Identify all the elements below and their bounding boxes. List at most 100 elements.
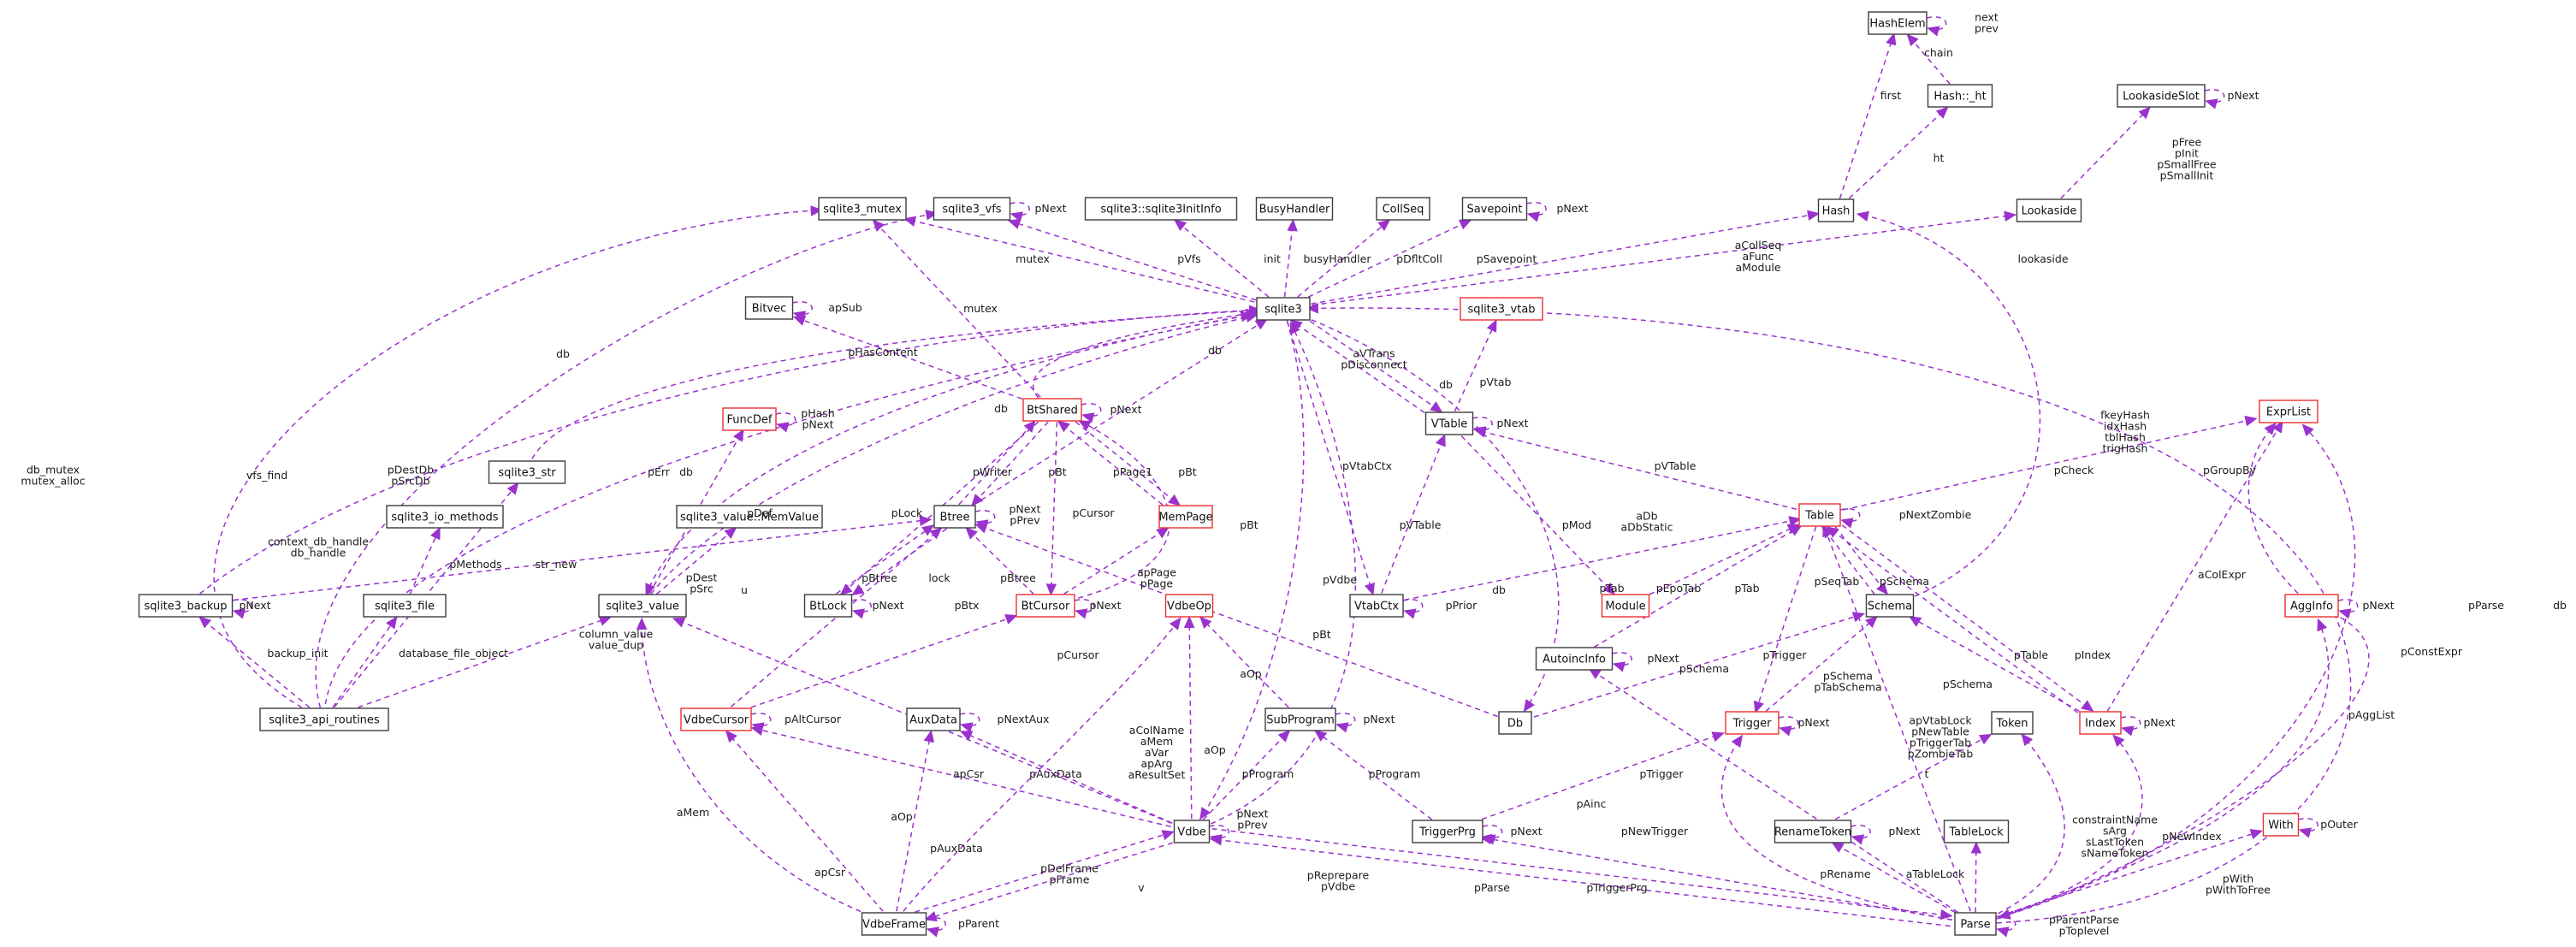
node-Trigger[interactable]: Trigger <box>1725 711 1780 735</box>
node-Table[interactable]: Table <box>1798 503 1841 527</box>
node-CollSeq[interactable]: CollSeq <box>1376 197 1430 221</box>
node-box-api[interactable] <box>259 707 389 731</box>
node-box-Bitvec[interactable] <box>744 296 794 320</box>
node-box-ExprList[interactable] <box>2259 400 2318 423</box>
node-box-VdbeFrame[interactable] <box>861 912 927 936</box>
node-Hash_ht[interactable]: Hash::_ht <box>1927 84 1993 108</box>
node-box-sqlite3_mutex[interactable] <box>818 197 907 221</box>
node-box-RenameToken[interactable] <box>1774 820 1852 843</box>
node-HashElem[interactable]: HashElem <box>1868 11 1928 35</box>
node-box-Index[interactable] <box>2079 711 2122 735</box>
node-Parse[interactable]: Parse <box>1954 912 1997 936</box>
node-MemPage[interactable]: MemPage <box>1158 505 1213 529</box>
node-AggInfo[interactable]: AggInfo <box>2284 594 2339 618</box>
node-sqlite3_str[interactable]: sqlite3_str <box>488 460 566 484</box>
node-VdbeOp[interactable]: VdbeOp <box>1164 594 1214 618</box>
node-box-sqlite3[interactable] <box>1256 297 1311 321</box>
node-box-BtLock[interactable] <box>803 594 853 618</box>
node-MemValue[interactable]: sqlite3_value::MemValue <box>676 505 823 529</box>
node-box-Parse[interactable] <box>1954 912 1997 936</box>
node-box-Hash_ht[interactable] <box>1927 84 1993 108</box>
node-box-CollSeq[interactable] <box>1376 197 1430 221</box>
node-sqlite3InitInfo[interactable]: sqlite3::sqlite3InitInfo <box>1084 197 1238 221</box>
node-Vdbe[interactable]: Vdbe <box>1173 820 1211 843</box>
node-Index[interactable]: Index <box>2079 711 2122 735</box>
node-box-AutoincInfo[interactable] <box>1535 647 1614 671</box>
node-BtLock[interactable]: BtLock <box>803 594 853 618</box>
node-box-BtCursor[interactable] <box>1016 594 1075 618</box>
node-box-MemPage[interactable] <box>1158 505 1213 529</box>
node-box-HashElem[interactable] <box>1868 11 1928 35</box>
node-Token[interactable]: Token <box>1991 711 2034 735</box>
node-box-VtabCtx[interactable] <box>1349 594 1404 618</box>
node-sqlite3_mutex[interactable]: sqlite3_mutex <box>818 197 907 221</box>
node-box-Lookaside[interactable] <box>2016 198 2082 222</box>
node-box-sqlite3_file[interactable] <box>363 594 447 618</box>
node-sqlite3_backup[interactable]: sqlite3_backup <box>138 594 234 618</box>
node-box-FuncDef[interactable] <box>722 407 777 431</box>
node-Schema[interactable]: Schema <box>1865 594 1915 618</box>
node-box-AuxData[interactable] <box>906 707 961 731</box>
node-TriggerPrg[interactable]: TriggerPrg <box>1412 820 1483 843</box>
node-box-BtShared[interactable] <box>1022 398 1082 422</box>
node-VtabCtx[interactable]: VtabCtx <box>1349 594 1404 618</box>
node-VdbeFrame[interactable]: VdbeFrame <box>861 912 927 936</box>
node-box-With[interactable] <box>2262 813 2300 837</box>
node-TableLock[interactable]: TableLock <box>1943 820 2010 843</box>
node-box-MemValue[interactable] <box>676 505 823 529</box>
node-box-LookasideSlot[interactable] <box>2117 84 2206 108</box>
node-box-sqlite3_io_methods[interactable] <box>386 505 504 529</box>
node-LookasideSlot[interactable]: LookasideSlot <box>2117 84 2206 108</box>
node-BtShared[interactable]: BtShared <box>1022 398 1082 422</box>
node-RenameToken[interactable]: RenameToken <box>1774 820 1852 843</box>
node-box-sqlite3_value[interactable] <box>598 594 687 618</box>
node-box-VdbeCursor[interactable] <box>680 707 752 731</box>
node-sqlite3_vtab[interactable]: sqlite3_vtab <box>1460 297 1543 321</box>
node-box-TableLock[interactable] <box>1943 820 2010 843</box>
node-sqlite3_io_methods[interactable]: sqlite3_io_methods <box>386 505 504 529</box>
node-FuncDef[interactable]: FuncDef <box>722 407 777 431</box>
node-box-Table[interactable] <box>1798 503 1841 527</box>
node-Db[interactable]: Db <box>1498 711 1532 735</box>
node-box-Vdbe[interactable] <box>1173 820 1211 843</box>
node-BusyHandler[interactable]: BusyHandler <box>1255 197 1334 221</box>
node-box-Token[interactable] <box>1991 711 2034 735</box>
node-VTable[interactable]: VTable <box>1424 411 1474 435</box>
node-sqlite3[interactable]: sqlite3 <box>1256 297 1311 321</box>
node-box-VTable[interactable] <box>1424 411 1474 435</box>
node-box-sqlite3_vfs[interactable] <box>933 197 1011 221</box>
node-box-TriggerPrg[interactable] <box>1412 820 1483 843</box>
node-box-BusyHandler[interactable] <box>1255 197 1334 221</box>
node-BtCursor[interactable]: BtCursor <box>1016 594 1075 618</box>
node-box-SubProgram[interactable] <box>1264 707 1336 731</box>
node-box-sqlite3InitInfo[interactable] <box>1084 197 1238 221</box>
node-Savepoint[interactable]: Savepoint <box>1461 197 1528 221</box>
node-box-Savepoint[interactable] <box>1461 197 1528 221</box>
node-box-Hash[interactable] <box>1817 198 1855 222</box>
node-sqlite3_value[interactable]: sqlite3_value <box>598 594 687 618</box>
node-sqlite3_vfs[interactable]: sqlite3_vfs <box>933 197 1011 221</box>
node-SubProgram[interactable]: SubProgram <box>1264 707 1336 731</box>
node-With[interactable]: With <box>2262 813 2300 837</box>
node-Btree[interactable]: Btree <box>933 505 976 529</box>
node-box-Schema[interactable] <box>1865 594 1915 618</box>
node-Module[interactable]: Module <box>1601 594 1650 618</box>
node-box-Trigger[interactable] <box>1725 711 1780 735</box>
node-VdbeCursor[interactable]: VdbeCursor <box>680 707 752 731</box>
node-box-VdbeOp[interactable] <box>1164 594 1214 618</box>
node-box-sqlite3_str[interactable] <box>488 460 566 484</box>
node-Lookaside[interactable]: Lookaside <box>2016 198 2082 222</box>
node-box-Btree[interactable] <box>933 505 976 529</box>
node-box-AggInfo[interactable] <box>2284 594 2339 618</box>
node-box-Module[interactable] <box>1601 594 1650 618</box>
node-ExprList[interactable]: ExprList <box>2259 400 2318 423</box>
node-AutoincInfo[interactable]: AutoincInfo <box>1535 647 1614 671</box>
node-api[interactable]: sqlite3_api_routines <box>259 707 389 731</box>
node-box-sqlite3_backup[interactable] <box>138 594 234 618</box>
node-box-sqlite3_vtab[interactable] <box>1460 297 1543 321</box>
node-AuxData[interactable]: AuxData <box>906 707 961 731</box>
node-Hash[interactable]: Hash <box>1817 198 1855 222</box>
node-Bitvec[interactable]: Bitvec <box>744 296 794 320</box>
node-box-Db[interactable] <box>1498 711 1532 735</box>
node-sqlite3_file[interactable]: sqlite3_file <box>363 594 447 618</box>
